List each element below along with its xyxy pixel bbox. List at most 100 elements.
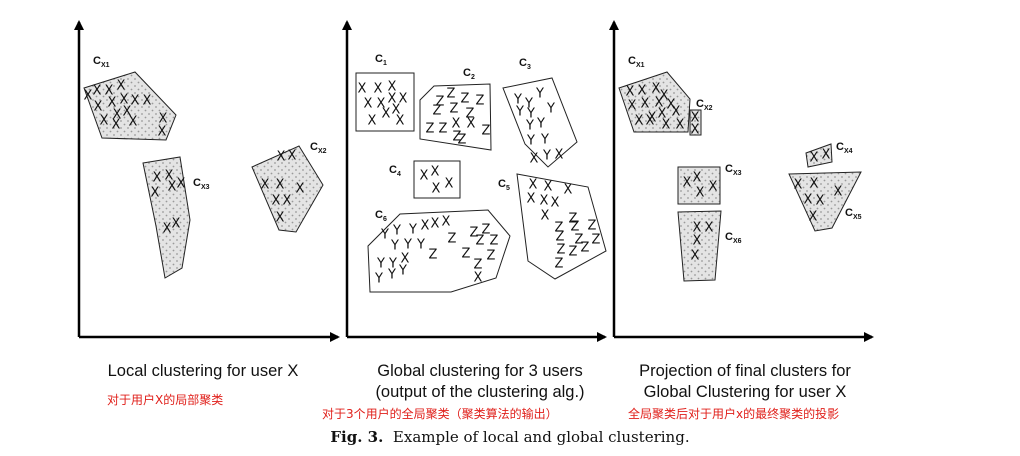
cluster-point-y: Y [526, 107, 535, 122]
cluster-point-x: X [143, 94, 152, 109]
cluster-point-x: X [683, 176, 692, 191]
cluster-point-z: Z [575, 233, 584, 248]
cluster-point-x: X [108, 96, 117, 111]
cluster-point-x: X [530, 152, 539, 167]
cluster-point-x: X [474, 271, 483, 286]
cluster-label: CX3 [193, 177, 210, 191]
cluster-region-c1 [355, 72, 415, 132]
cluster-point-x: X [129, 115, 138, 130]
cluster-point-x: X [296, 182, 305, 197]
cluster-point-x: X [431, 165, 440, 180]
cluster-point-z: Z [581, 241, 590, 256]
cluster-point-x: X [153, 171, 162, 186]
panel-1-axes [74, 20, 340, 342]
cluster-point-x: X [834, 185, 843, 200]
cluster-point-z: Z [474, 258, 483, 273]
cluster-point-x: X [165, 169, 174, 184]
cluster-point-z: Z [487, 249, 496, 264]
cluster-point-x: X [100, 114, 109, 129]
cluster-point-x: X [541, 209, 550, 224]
cluster-point-x: X [168, 180, 177, 195]
cluster-point-y: Y [526, 134, 535, 149]
figure-caption: Fig. 3. Example of local and global clus… [0, 428, 1020, 446]
cluster-label-subscript: X2 [318, 148, 327, 155]
cluster-point-z: Z [482, 223, 491, 238]
cluster-point-y: Y [390, 239, 399, 254]
cluster-point-x: X [388, 92, 397, 107]
cluster-point-x: X [709, 180, 718, 195]
cluster-region-c5 [516, 173, 607, 280]
cluster-region-cx2-local [251, 145, 324, 233]
cluster-point-x: X [693, 171, 702, 186]
panel-3-axes [609, 20, 874, 342]
cluster-label: C2 [463, 67, 475, 81]
cluster-point-y: Y [416, 238, 425, 253]
cluster-region-c3 [502, 77, 578, 168]
cluster-point-z: Z [569, 212, 578, 227]
cluster-point-x: X [276, 178, 285, 193]
cluster-point-x: X [112, 118, 121, 133]
cluster-point-y: Y [392, 224, 401, 239]
cluster-point-y: Y [398, 264, 407, 279]
cluster-point-x: X [551, 196, 560, 211]
panel-3-caption: Projection of final clusters for Global … [600, 361, 890, 403]
figure-number: Fig. 3. [330, 428, 384, 446]
cluster-point-z: Z [436, 95, 445, 110]
cluster-point-y: Y [388, 257, 397, 272]
cluster-point-x: X [364, 97, 373, 112]
caption-line: Global Clustering for user X [643, 383, 847, 401]
cluster-point-x: X [432, 182, 441, 197]
cluster-label: CX2 [696, 98, 713, 112]
cluster-point-z: Z [458, 133, 467, 148]
cluster-point-x: X [358, 82, 367, 97]
cluster-point-x: X [693, 234, 702, 249]
cluster-point-y: Y [525, 119, 534, 134]
cluster-point-x: X [641, 97, 650, 112]
cluster-label: C5 [498, 178, 510, 192]
cluster-point-y: Y [513, 93, 522, 108]
cluster-point-x: X [529, 178, 538, 193]
cluster-point-x: X [431, 217, 440, 232]
cluster-point-x: X [283, 194, 292, 209]
cluster-point-x: X [382, 107, 391, 122]
cluster-region-cx2-final [689, 109, 702, 136]
cluster-point-x: X [467, 117, 476, 132]
cluster-point-x: X [691, 111, 700, 126]
cluster-label: CX2 [310, 141, 327, 155]
cluster-label: CX4 [836, 141, 853, 155]
cluster-point-x: X [804, 193, 813, 208]
cluster-point-z: Z [569, 245, 578, 260]
cluster-point-x: X [442, 215, 451, 230]
cluster-label-subscript: 4 [397, 171, 401, 178]
cluster-point-x: X [794, 178, 803, 193]
cluster-point-x: X [392, 103, 401, 118]
cluster-label-subscript: 5 [506, 185, 510, 192]
cluster-point-z: Z [555, 257, 564, 272]
cluster-point-x: X [648, 111, 657, 126]
cluster-point-y: Y [536, 117, 545, 132]
cluster-label: CX3 [725, 163, 742, 177]
cluster-point-z: Z [557, 243, 566, 258]
cluster-point-x: X [691, 249, 700, 264]
cluster-region-c4 [413, 160, 461, 199]
cluster-point-x: X [131, 94, 140, 109]
cluster-point-z: Z [592, 233, 601, 248]
cluster-point-x: X [816, 194, 825, 209]
cluster-point-x: X [84, 89, 93, 104]
cluster-point-z: Z [429, 248, 438, 263]
cluster-point-x: X [445, 177, 454, 192]
cluster-point-x: X [655, 96, 664, 111]
cluster-point-y: Y [540, 133, 549, 148]
cluster-point-x: X [646, 114, 655, 129]
cluster-point-x: X [672, 105, 681, 120]
cluster-point-z: Z [556, 230, 565, 245]
cluster-point-x: X [810, 151, 819, 166]
cluster-point-x: X [261, 178, 270, 193]
cluster-point-x: X [822, 148, 831, 163]
cluster-point-z: Z [462, 247, 471, 262]
cluster-point-x: X [172, 217, 181, 232]
cluster-label-subscript: X1 [636, 62, 645, 69]
caption-line: (output of the clustering alg.) [375, 383, 585, 401]
